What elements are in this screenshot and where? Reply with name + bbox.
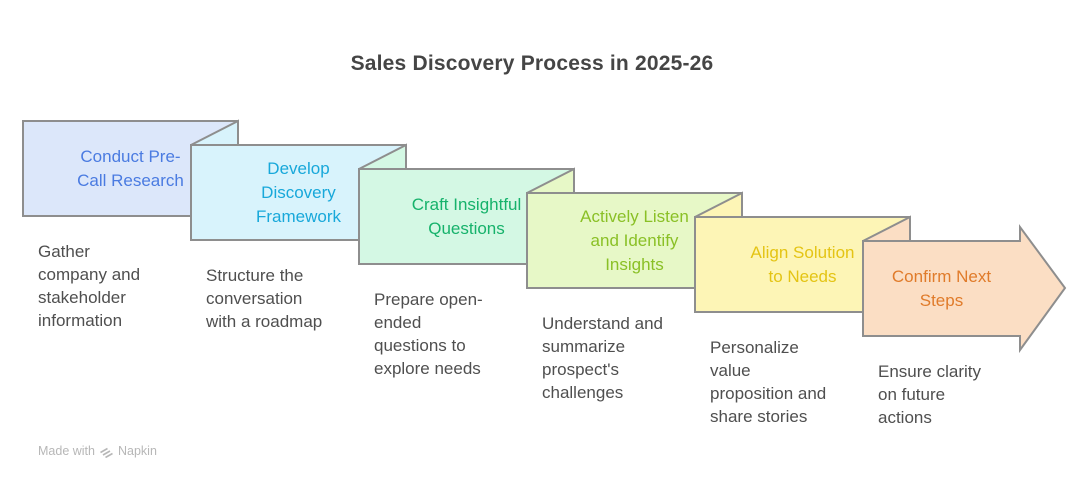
watermark-brand: Napkin (117, 444, 157, 458)
diagram-title: Sales Discovery Process in 2025-26 (350, 52, 714, 75)
napkin-logo-icon (100, 447, 113, 458)
step-arrow-6[interactable] (862, 223, 1067, 354)
watermark-prefix: Made with (38, 444, 95, 458)
made-with-napkin-link[interactable]: Made with Napkin (38, 444, 157, 458)
